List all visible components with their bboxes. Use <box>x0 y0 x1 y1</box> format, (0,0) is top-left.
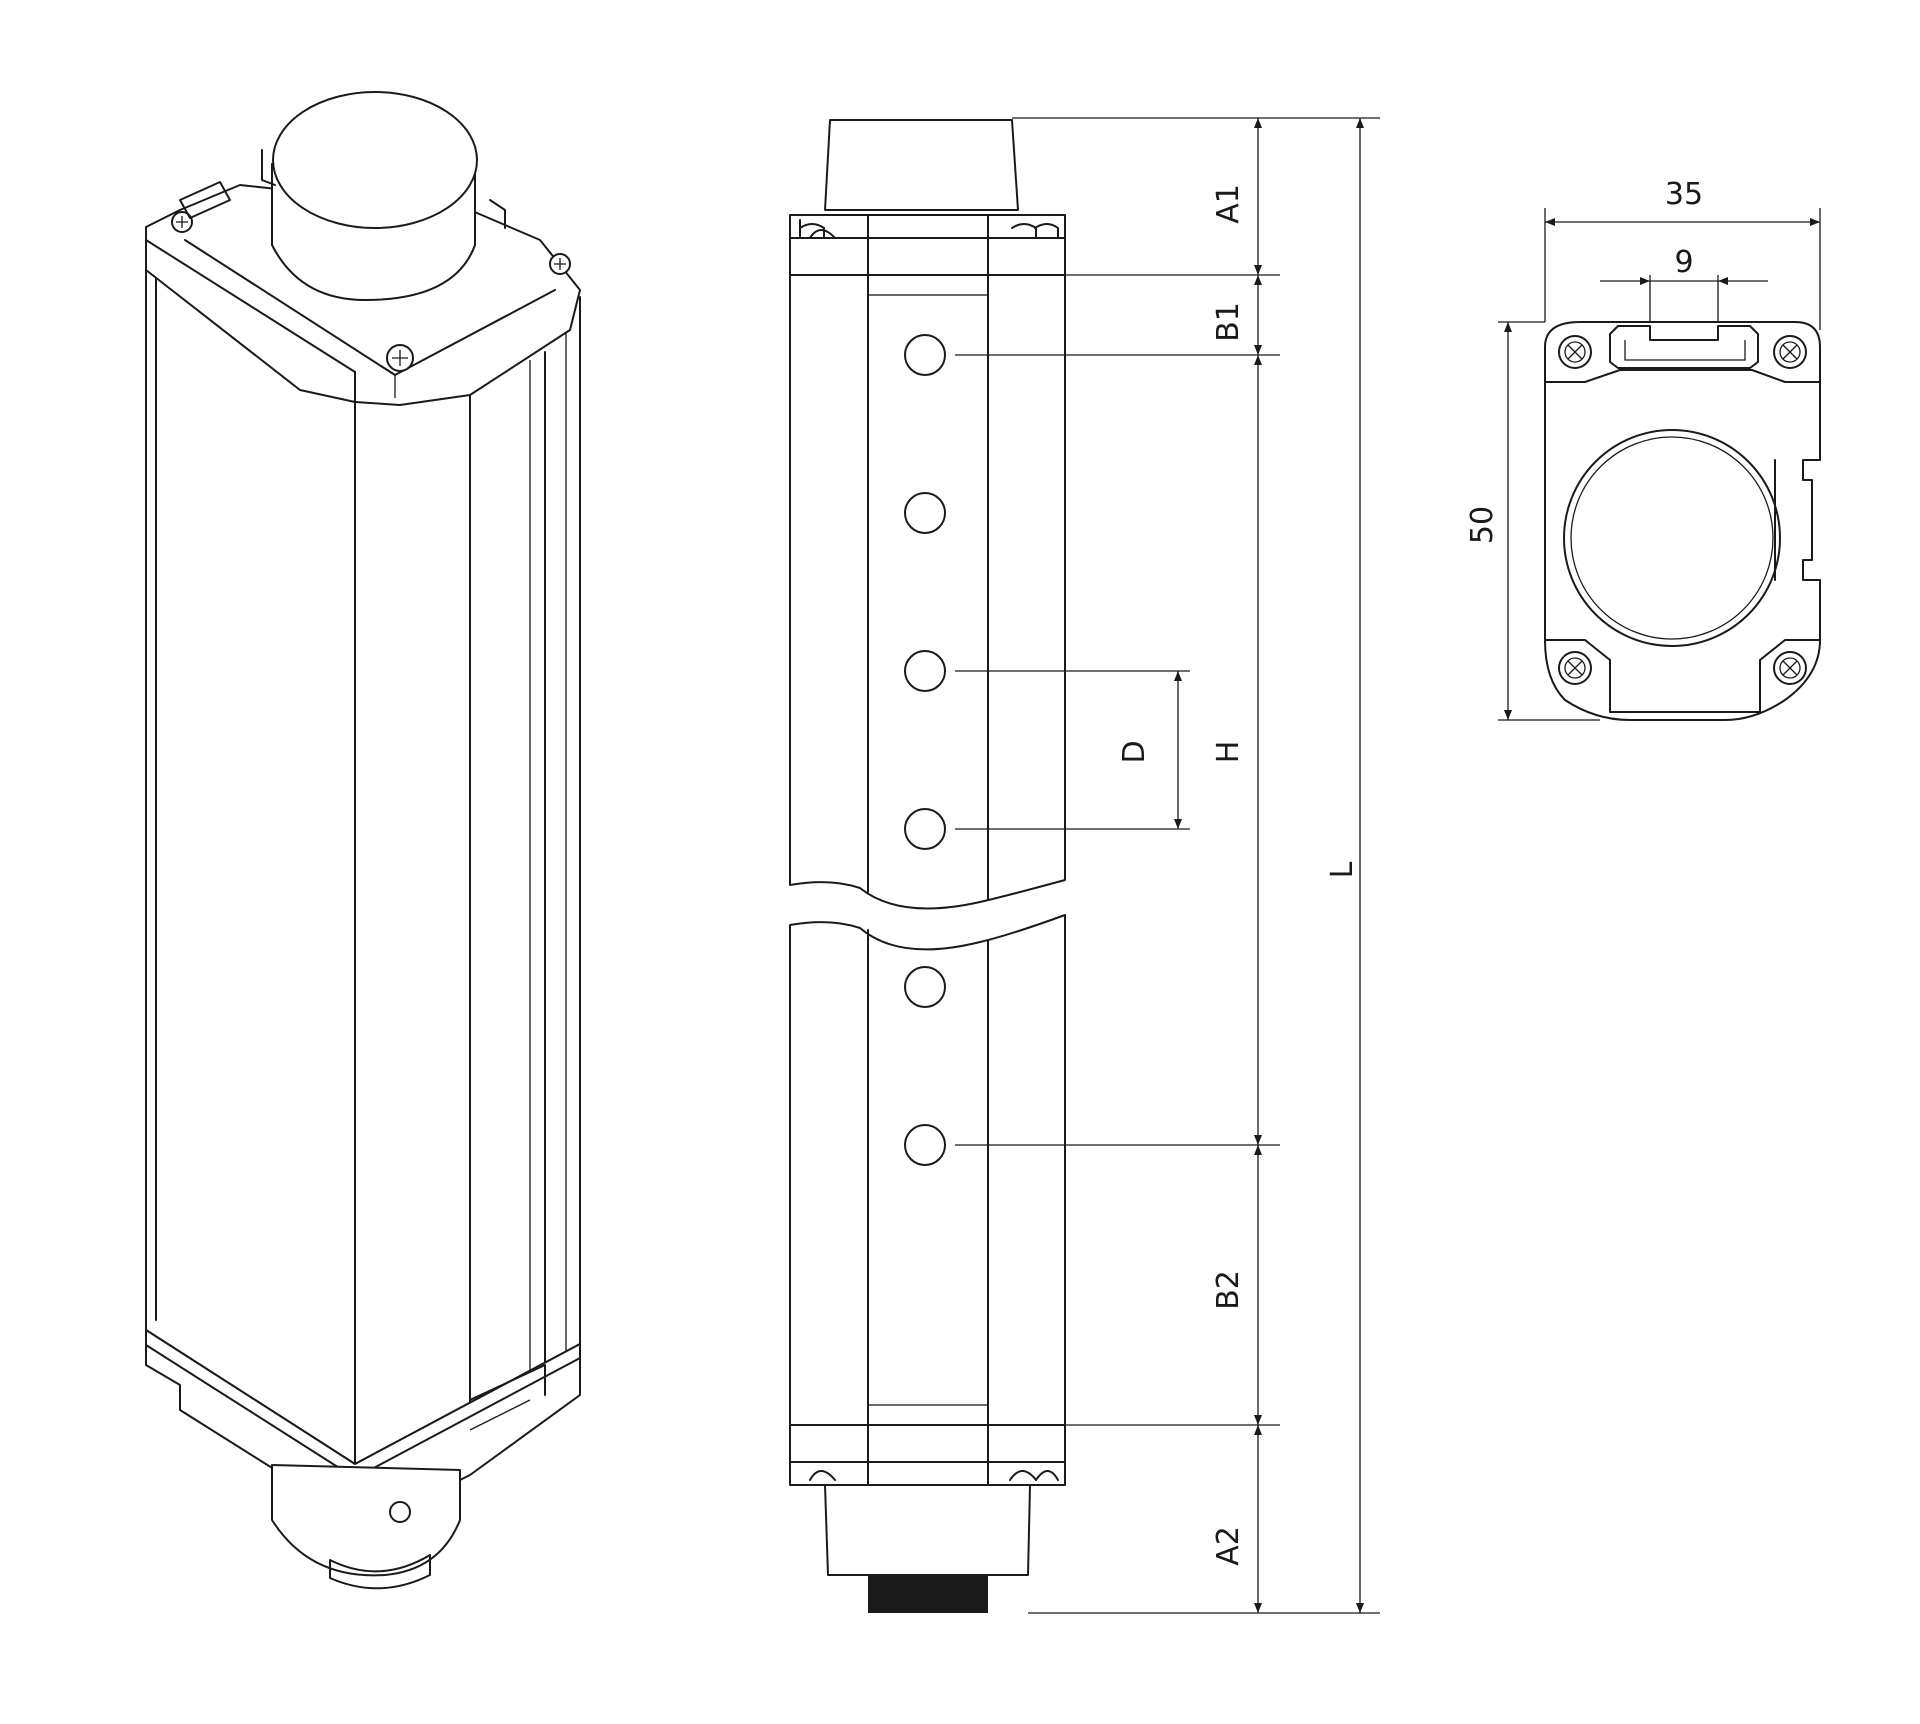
beam-hole <box>904 966 946 1008</box>
beam-hole <box>904 334 946 376</box>
label-slot-9: 9 <box>1674 245 1693 280</box>
screw <box>1773 651 1807 685</box>
label-a1: A1 <box>1211 184 1246 224</box>
front-dimensions: A1 B1 H D L B2 A2 <box>955 117 1380 1614</box>
end-view <box>1544 321 1821 721</box>
beam-hole <box>904 808 946 850</box>
label-b2: B2 <box>1211 1270 1246 1310</box>
front-view <box>789 119 1066 1613</box>
screw <box>1773 335 1807 369</box>
label-width-35: 35 <box>1665 177 1703 212</box>
label-b1: B1 <box>1211 302 1246 342</box>
screw <box>1558 651 1592 685</box>
label-a2: A2 <box>1211 1526 1246 1566</box>
beam-hole <box>904 492 946 534</box>
label-l: L <box>1325 861 1360 878</box>
label-height-50: 50 <box>1465 506 1500 544</box>
label-d: D <box>1117 740 1152 763</box>
isometric-view <box>145 91 581 1590</box>
screw <box>1558 335 1592 369</box>
end-view-dimensions: 35 9 50 <box>1465 177 1821 721</box>
beam-hole <box>904 1124 946 1166</box>
beam-hole <box>904 650 946 692</box>
label-h: H <box>1211 741 1246 764</box>
